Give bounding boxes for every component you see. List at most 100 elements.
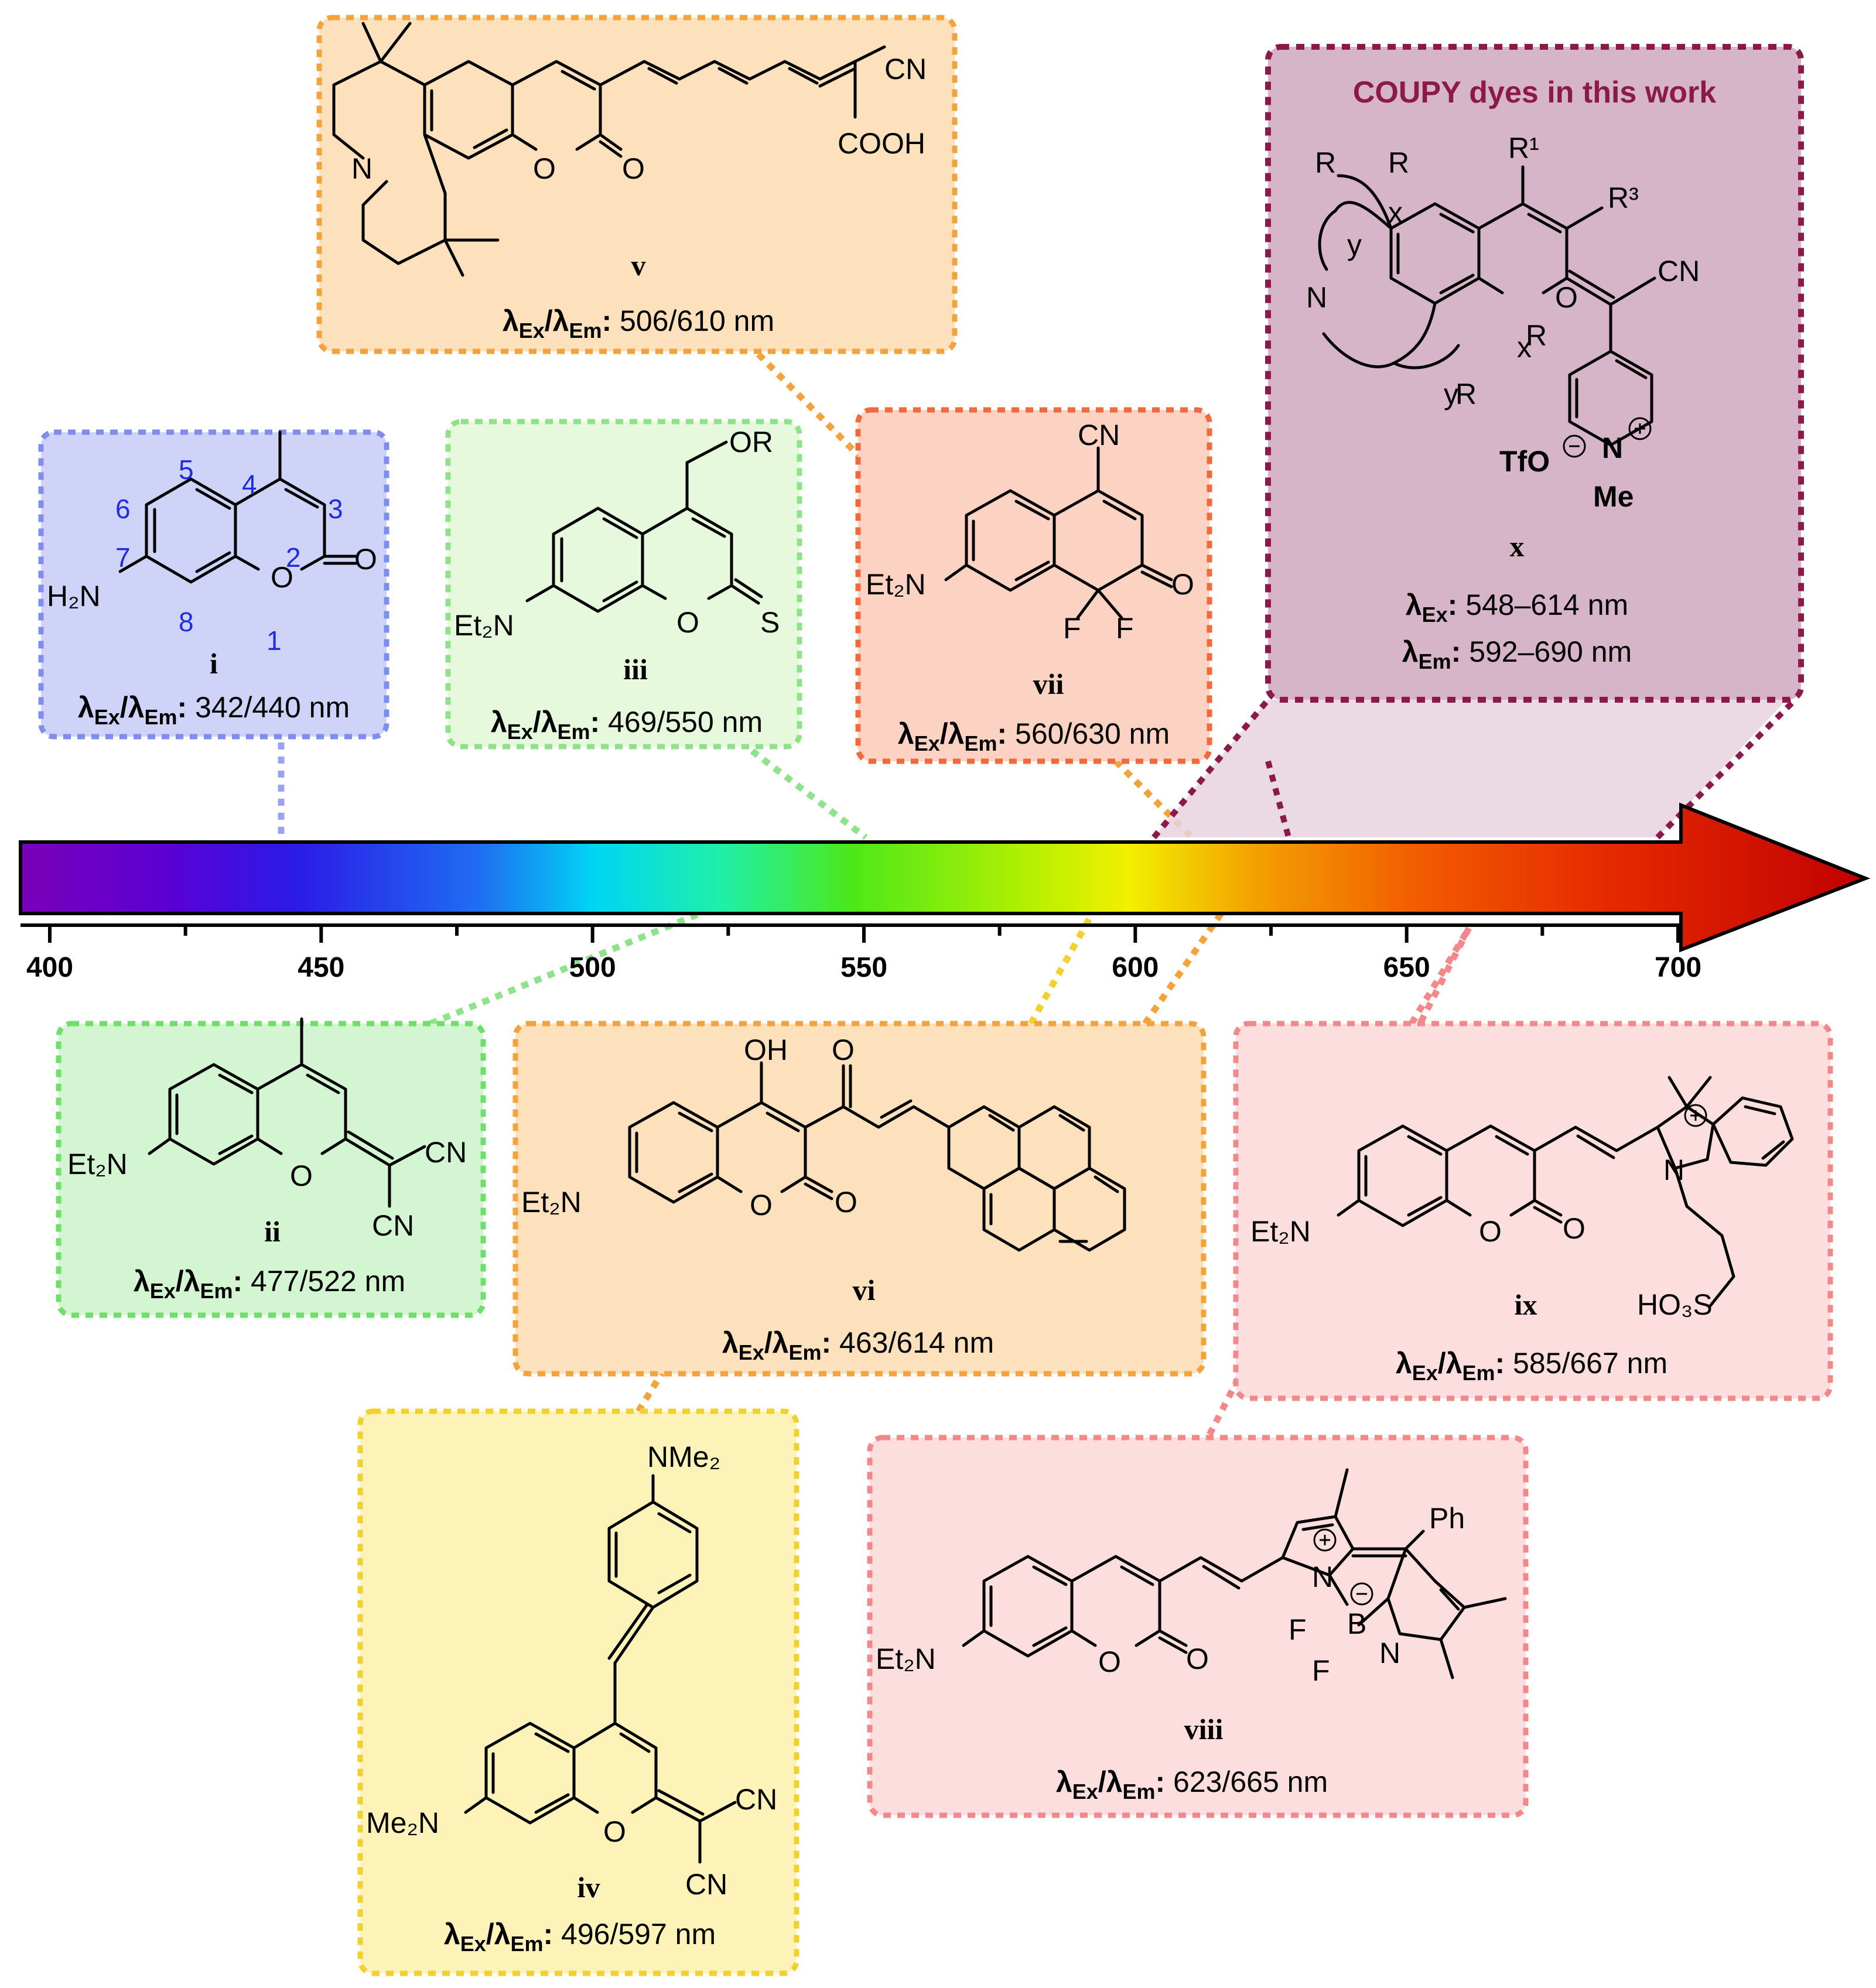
coupy-r-substituent: R <box>1526 319 1547 352</box>
compound-i-structure <box>118 430 358 584</box>
compound-x-structure <box>1318 165 1656 447</box>
position-label: 3 <box>328 494 343 524</box>
coupy-pyridinium-nitrogen: N <box>1602 432 1623 464</box>
compound-viii-nitrogen: N <box>1312 1561 1333 1593</box>
compound-iv-cyano: CN <box>735 1783 777 1816</box>
coupy-r-substituent: R <box>1455 378 1477 410</box>
compound-iii-card: Et₂N O S OR iii λEx/λEm: 469/550 nm <box>445 419 802 750</box>
compound-v-carbonyl-oxygen: O <box>622 152 645 185</box>
coupy-emission-range: λEm: 592–690 nm <box>1402 635 1632 673</box>
compound-vii-cyano: CN <box>1078 419 1120 451</box>
compound-viii-nitrogen: N <box>1379 1637 1400 1669</box>
compound-v-spectral-values: λEx/λEm: 506/610 nm <box>503 304 774 343</box>
coupy-nitrogen: N <box>1306 281 1327 314</box>
coupy-y-index: y <box>1444 378 1458 410</box>
compound-iv-card: NMe₂ Me₂N O CN CN iv λEx/λEm: 496/597 nm <box>357 1408 799 1976</box>
coupy-projection <box>1154 700 1786 837</box>
compound-iv-dimethylamino: NMe₂ <box>647 1440 720 1473</box>
compound-vi-carbonyl-oxygen: O <box>835 1186 857 1219</box>
compound-v-ring-oxygen: O <box>533 152 556 185</box>
compound-vii-amine: Et₂N <box>866 568 926 601</box>
position-label: 2 <box>286 542 301 573</box>
connector-ix <box>1409 926 1472 1025</box>
compound-ix-amine: Et₂N <box>1250 1215 1311 1248</box>
axis-tick-label: 450 <box>298 952 344 983</box>
connector-iii <box>739 740 868 840</box>
compound-vi-card: OH O Et₂N O O vi λEx/λEm: 463/614 nm <box>512 1021 1207 1377</box>
compound-ii-amine: Et₂N <box>67 1148 128 1181</box>
compound-vii-fluorine: F <box>1063 612 1081 645</box>
compound-i-card: H₂N O O 5 4 3 6 2 7 8 1 i λEx/λEm: 342/4… <box>38 429 389 740</box>
compound-ix-label: ix <box>1515 1288 1537 1321</box>
compound-viii-amine: Et₂N <box>876 1643 936 1675</box>
compound-vi-ketone-oxygen: O <box>832 1034 855 1066</box>
compound-vii-spectral-values: λEx/λEm: 560/630 nm <box>898 717 1170 755</box>
compound-iv-ring-oxygen: O <box>603 1815 626 1848</box>
compound-vii-fluorine: F <box>1116 612 1134 645</box>
compound-i-spectral-values: λEx/λEm: 342/440 nm <box>78 691 350 729</box>
connector-v <box>756 352 868 465</box>
compound-iv-label: iv <box>578 1871 600 1904</box>
compound-vii-card: CN Et₂N O F F vii λEx/λEm: 560/630 nm <box>855 407 1212 764</box>
compound-viii-card: Et₂N O O N B N F F Ph viii λEx/λEm: 623/… <box>867 1435 1529 1818</box>
spectrum-arrow <box>19 802 1871 953</box>
compound-ii-ring-oxygen: O <box>290 1159 313 1192</box>
connector-iv <box>635 1371 665 1413</box>
compound-v-label: v <box>631 249 646 282</box>
coupy-ring-oxygen: O <box>1555 281 1578 314</box>
compound-vi-structure <box>628 1061 1126 1252</box>
compound-iii-amine: Et₂N <box>454 609 514 642</box>
compound-viii-carbonyl-oxygen: O <box>1186 1643 1209 1675</box>
compound-iv-spectral-values: λEx/λEm: 496/597 nm <box>444 1918 716 1956</box>
compound-ii-card: Et₂N O CN CN ii λEx/λEm: 477/522 nm <box>56 1017 486 1318</box>
compound-viii-structure <box>962 1468 1507 1679</box>
position-label: 5 <box>179 454 194 485</box>
compound-i-carbonyl-oxygen: O <box>354 543 377 576</box>
compound-ii-structure <box>148 1017 426 1208</box>
compound-v-cooh: COOH <box>838 127 925 160</box>
compound-viii-label: viii <box>1184 1713 1224 1746</box>
axis-tick-label: 650 <box>1383 952 1430 983</box>
coupy-r1: R¹ <box>1508 132 1539 165</box>
compound-i-ring-oxygen: O <box>271 561 293 594</box>
coupy-r3: R³ <box>1608 182 1639 214</box>
compound-vii-label: vii <box>1033 668 1064 700</box>
compound-viii-phenyl: Ph <box>1429 1502 1465 1535</box>
connector-ii <box>429 910 702 1027</box>
coupy-methyl: Me <box>1593 480 1634 513</box>
compound-iv-cyano: CN <box>685 1868 727 1901</box>
axis-tick-label: 400 <box>26 952 73 983</box>
compound-x-label: x <box>1510 530 1525 563</box>
axis-tick-label: 700 <box>1655 952 1701 983</box>
coupy-box-title: COUPY dyes in this work <box>1353 76 1716 110</box>
compound-iii-label: iii <box>623 653 648 686</box>
compound-vi-spectral-values: λEx/λEm: 463/614 nm <box>722 1326 994 1364</box>
position-label: 7 <box>115 542 131 573</box>
compound-v-structure <box>332 22 886 277</box>
compound-iv-structure <box>464 1474 737 1864</box>
coupy-x-index: x <box>1517 331 1532 364</box>
compound-iii-spectral-values: λEx/λEm: 469/550 nm <box>491 706 763 744</box>
position-label: 8 <box>179 607 194 637</box>
coupy-y-index: y <box>1347 228 1362 261</box>
connector-vi-a <box>1028 912 1095 1025</box>
compound-vi-hydroxyl: OH <box>744 1034 788 1066</box>
axis-tick-label: 500 <box>569 952 616 983</box>
compound-iii-or: OR <box>729 426 773 458</box>
compound-v-card: N O O CN COOH v λEx/λEm: 506/610 nm <box>316 15 958 354</box>
compound-vi-ring-oxygen: O <box>750 1189 773 1221</box>
compound-vii-structure <box>944 446 1173 620</box>
compound-viii-ring-oxygen: O <box>1098 1645 1121 1678</box>
axis-tick-label: 600 <box>1112 952 1159 983</box>
compound-ix-card: Et₂N O O N HO₃S ix λEx/λEm: 585/667 nm <box>1233 1021 1833 1401</box>
position-label: 6 <box>115 494 131 524</box>
compound-i-label: i <box>210 647 218 680</box>
position-label: 1 <box>266 625 282 656</box>
compound-iii-sulfur: S <box>760 606 780 639</box>
coupy-excitation-range: λEx: 548–614 nm <box>1406 588 1628 627</box>
compound-ii-cyano: CN <box>372 1209 414 1242</box>
compound-viii-spectral-values: λEx/λEm: 623/665 nm <box>1056 1765 1328 1804</box>
compound-x-card: COUPY dyes in this work R R <box>1265 44 1804 703</box>
coupy-cyano: CN <box>1658 255 1700 288</box>
